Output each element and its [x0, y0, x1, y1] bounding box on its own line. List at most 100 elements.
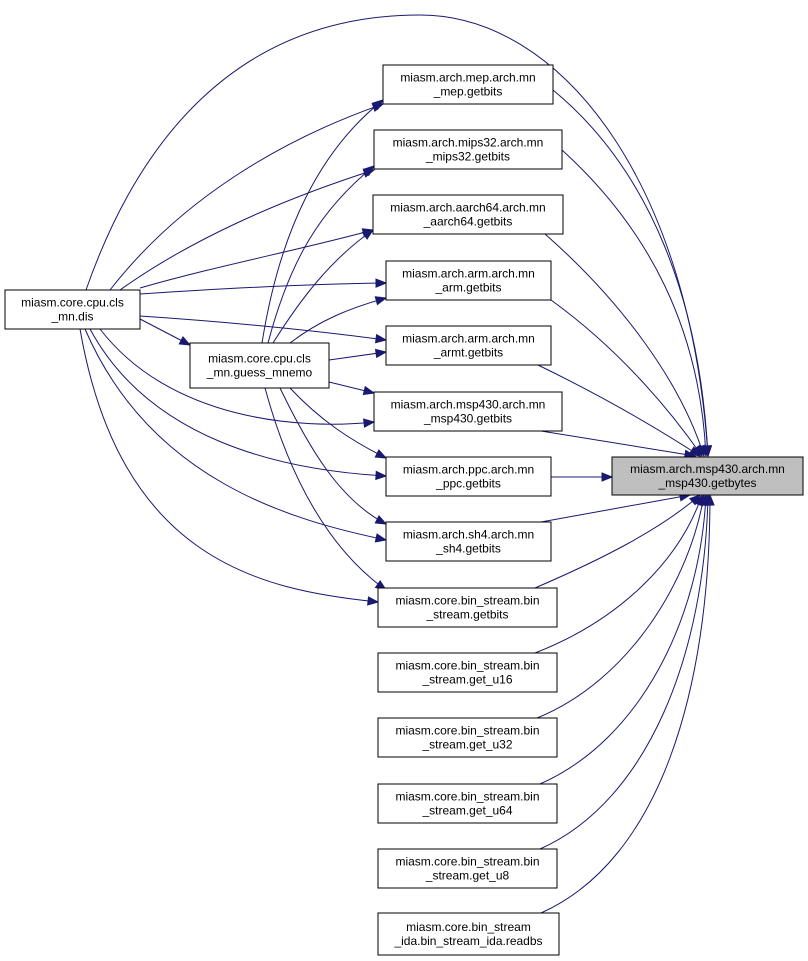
node-label-line: miasm.core.bin_stream.bin — [395, 855, 539, 869]
edge-msp430b-to-getbytes — [540, 430, 697, 459]
edge-arrowhead — [363, 418, 376, 428]
edge-arrowhead — [374, 333, 388, 344]
node-label-line: _mep.getbits — [433, 85, 503, 99]
node-label-line: _stream.get_u32 — [421, 738, 512, 752]
edge-dis-to-guess — [139, 318, 192, 346]
edge-arrowhead — [361, 229, 375, 240]
edge-line — [85, 14, 709, 457]
edge-arrowhead — [374, 449, 388, 459]
node-mep[interactable]: miasm.arch.mep.arch.mn_mep.getbits — [382, 64, 554, 105]
edge-line — [139, 315, 387, 341]
node-box — [377, 652, 558, 693]
node-mips32[interactable]: miasm.arch.mips32.arch.mn_mips32.getbits — [373, 129, 563, 170]
edge-line — [261, 99, 384, 344]
edge-line — [550, 299, 703, 457]
edge-line — [540, 494, 711, 914]
node-getbytes[interactable]: miasm.arch.msp430.arch.mn_msp430.getbyte… — [611, 456, 804, 496]
edge-dis-to-mep — [109, 102, 385, 291]
node-guess[interactable]: miasm.core.cpu.cls_mn.guess_mnemo — [189, 342, 330, 389]
node-label-line: miasm.arch.ppc.arch.mn — [403, 463, 534, 477]
edge-line — [84, 328, 387, 541]
node-box — [377, 912, 560, 956]
edge-line — [536, 494, 705, 719]
node-u8[interactable]: miasm.core.bin_stream.bin_stream.get_u8 — [377, 848, 558, 889]
edge-dis-to-sh4 — [84, 328, 388, 543]
edge-line — [540, 494, 691, 523]
node-bsgetbits[interactable]: miasm.core.bin_stream.bin_stream.getbits — [377, 587, 558, 628]
node-u32[interactable]: miasm.core.bin_stream.bin_stream.get_u32 — [377, 717, 558, 758]
node-aarch64[interactable]: miasm.arch.aarch64.arch.mn_aarch64.getbi… — [372, 194, 564, 235]
node-u16[interactable]: miasm.core.bin_stream.bin_stream.get_u16 — [377, 652, 558, 693]
node-label-line: _stream.getbits — [425, 608, 508, 622]
edge-arrowhead — [375, 278, 388, 288]
node-label-line: _mips32.getbits — [425, 150, 510, 164]
node-label-line: miasm.arch.sh4.arch.mn — [403, 528, 534, 542]
edge-line — [279, 387, 387, 525]
edge-u8-to-getbytes — [539, 493, 713, 850]
edge-dis-to-arm — [139, 278, 388, 295]
edge-line — [289, 297, 387, 344]
node-label-line: miasm.core.bin_stream — [406, 920, 531, 934]
edge-line — [139, 229, 374, 289]
node-label-line: miasm.arch.aarch64.arch.mn — [390, 201, 545, 215]
node-label-line: miasm.arch.msp430.arch.mn — [630, 462, 785, 476]
node-label-line: _stream.get_u8 — [425, 869, 510, 883]
node-box — [373, 391, 563, 432]
edge-guess-to-ppc — [289, 387, 388, 459]
edge-u32-to-getbytes — [536, 493, 707, 719]
node-armt[interactable]: miasm.arch.arm.arch.mn_armt.getbits — [385, 325, 552, 366]
edge-arrowhead — [362, 165, 376, 177]
node-readbs[interactable]: miasm.core.bin_stream_ida.bin_stream_ida… — [377, 912, 560, 956]
node-ppc[interactable]: miasm.arch.ppc.arch.mn_ppc.getbits — [385, 456, 552, 497]
node-label-line: miasm.arch.arm.arch.mn — [402, 267, 535, 281]
node-label-line: _sh4.getbits — [435, 542, 501, 556]
edge-guess-to-mips32 — [267, 165, 376, 344]
node-box — [377, 783, 558, 824]
edge-sh4-to-getbytes — [540, 492, 692, 523]
edge-line — [539, 494, 709, 850]
node-u64[interactable]: miasm.core.bin_stream.bin_stream.get_u64 — [377, 783, 558, 824]
edge-guess-to-aarch64 — [272, 229, 375, 344]
edge-guess-to-bsgetbits — [264, 387, 388, 591]
edge-layer — [79, 14, 715, 914]
edge-arrowhead — [705, 493, 715, 506]
edge-line — [139, 282, 387, 295]
edge-line — [534, 494, 703, 654]
edge-line — [79, 328, 379, 603]
edge-line — [552, 89, 709, 457]
node-label-line: miasm.core.cpu.cls — [208, 352, 311, 366]
node-label-line: miasm.core.bin_stream.bin — [395, 594, 539, 608]
node-msp430b[interactable]: miasm.arch.msp430.arch.mn_msp430.getbits — [373, 391, 563, 432]
edge-guess-to-armt — [328, 348, 388, 361]
edge-line — [119, 169, 375, 291]
edge-line — [561, 149, 707, 457]
node-dis[interactable]: miasm.core.cpu.cls_mn.dis — [4, 289, 141, 330]
edge-arrowhead — [375, 470, 388, 481]
edge-readbs-to-getbytes — [540, 493, 715, 914]
node-layer: miasm.arch.msp430.arch.mn_msp430.getbyte… — [4, 64, 804, 956]
edge-guess-to-mep — [261, 99, 385, 344]
node-label-line: miasm.core.bin_stream.bin — [395, 790, 539, 804]
edge-arrowhead — [374, 533, 388, 543]
edge-line — [539, 494, 707, 785]
node-sh4[interactable]: miasm.arch.sh4.arch.mn_sh4.getbits — [385, 521, 552, 562]
node-label-line: miasm.arch.arm.arch.mn — [402, 332, 535, 346]
node-label-line: _stream.get_u64 — [421, 804, 512, 818]
node-box — [373, 129, 563, 170]
edge-ppc-to-getbytes — [551, 472, 614, 482]
node-label-line: _msp430.getbytes — [657, 476, 756, 490]
node-box — [385, 521, 552, 562]
edge-dis-to-armt — [139, 315, 388, 344]
node-box — [4, 289, 141, 330]
node-label-line: _mn.guess_mnemo — [206, 366, 313, 380]
node-box — [382, 64, 554, 105]
node-label-line: _stream.get_u16 — [421, 673, 512, 687]
node-box — [385, 260, 552, 301]
edge-arrowhead — [362, 385, 376, 396]
node-arm[interactable]: miasm.arch.arm.arch.mn_arm.getbits — [385, 260, 552, 301]
node-label-line: miasm.arch.mips32.arch.mn — [393, 136, 544, 150]
edge-guess-to-sh4 — [279, 387, 388, 525]
edge-mep-to-getbytes — [552, 89, 713, 458]
edge-arrowhead — [601, 472, 614, 482]
